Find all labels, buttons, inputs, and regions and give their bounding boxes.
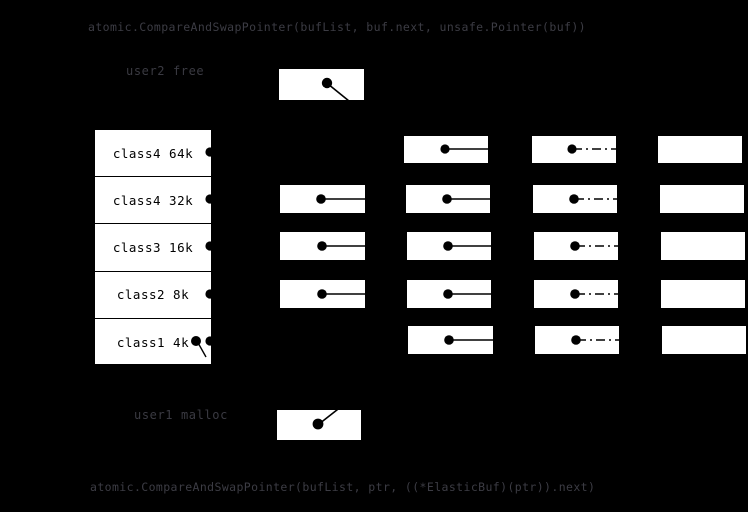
free-buffer-node[interactable]	[279, 69, 364, 100]
chain-node-r4c3[interactable]	[534, 280, 618, 308]
size-class-label: class4 32k	[112, 192, 194, 208]
chain-node-r2c4[interactable]	[660, 185, 744, 213]
malloc-buffer-node[interactable]	[277, 410, 361, 440]
user1-malloc-label: user1 malloc	[134, 408, 228, 422]
chain-node-r2c3[interactable]	[533, 185, 617, 213]
size-class-label: class4 64k	[112, 145, 194, 161]
chain-node-r5c2[interactable]	[408, 326, 493, 354]
top-code-annotation: atomic.CompareAndSwapPointer(bufList, bu…	[88, 20, 587, 34]
table-row[interactable]: class3 16k	[95, 224, 211, 272]
table-row[interactable]: class2 8k	[95, 272, 211, 319]
chain-node-r2c2[interactable]	[406, 185, 490, 213]
size-class-label: class1 4k	[116, 334, 190, 350]
bottom-code-annotation: atomic.CompareAndSwapPointer(bufList, pt…	[90, 480, 596, 494]
chain-node-r4c4[interactable]	[661, 280, 745, 308]
chain-node-r1c3[interactable]	[532, 136, 616, 163]
chain-node-r5c3[interactable]	[535, 326, 619, 354]
size-class-label: class3 16k	[112, 239, 194, 255]
table-row[interactable]: class4 64k	[95, 130, 211, 178]
chain-node-r3c3[interactable]	[534, 232, 618, 260]
chain-node-r3c4[interactable]	[661, 232, 745, 260]
chain-node-r3c1[interactable]	[280, 232, 365, 260]
size-class-label: class2 8k	[116, 287, 190, 303]
table-row[interactable]: class4 32k	[95, 177, 211, 225]
size-class-table: class4 64k class4 32k class3 16k class2 …	[94, 129, 212, 365]
chain-node-r5c4[interactable]	[662, 326, 746, 354]
chain-node-r4c2[interactable]	[407, 280, 491, 308]
chain-node-r1c2[interactable]	[404, 136, 488, 163]
chain-node-r1c4[interactable]	[658, 136, 742, 163]
chain-node-r4c1[interactable]	[280, 280, 365, 308]
chain-node-r3c2[interactable]	[407, 232, 491, 260]
chain-node-r2c1[interactable]	[280, 185, 365, 213]
user2-free-label: user2 free	[126, 64, 205, 78]
table-row[interactable]: class1 4k	[95, 319, 211, 366]
